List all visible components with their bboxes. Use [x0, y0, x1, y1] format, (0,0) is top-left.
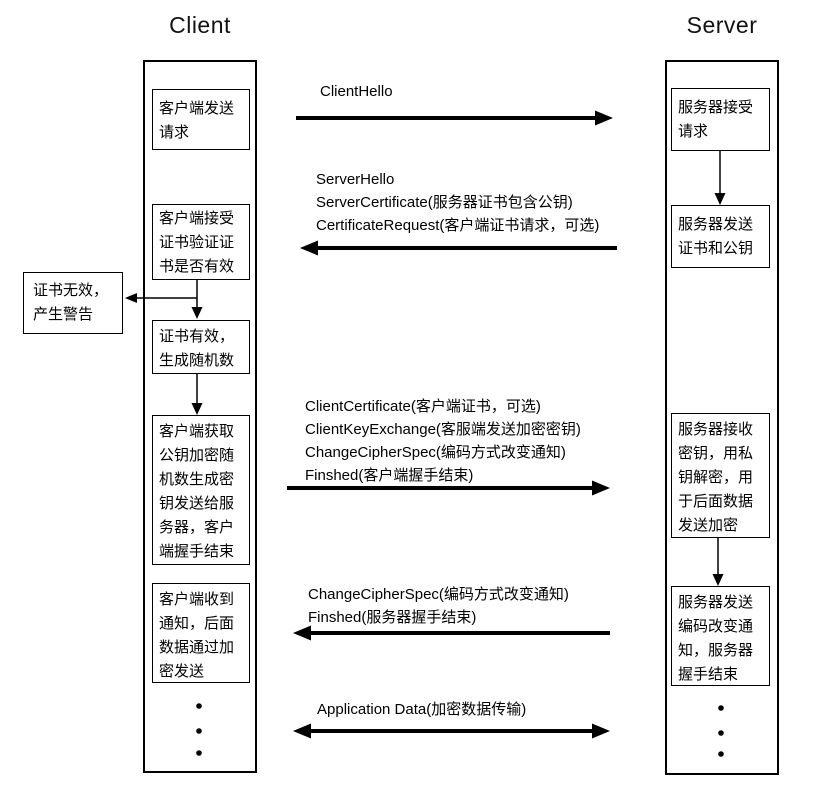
message-application-data: Application Data(加密数据传输)	[317, 698, 526, 721]
client-box-verify-cert: 客户端接受 证书验证证 书是否有效	[152, 204, 250, 280]
message-line: ServerHello	[316, 171, 395, 188]
client-box-send-request: 客户端发送 请求	[152, 89, 250, 150]
message-client-certificate: ClientCertificate(客户端证书，可选) ClientKeyExc…	[305, 395, 581, 487]
server-box-send-cert: 服务器发送 证书和公钥	[671, 205, 770, 268]
server-hello-arrow	[300, 240, 617, 256]
cert-invalid-warning-box: 证书无效， 产生警告	[23, 272, 123, 334]
message-line: ClientCertificate(客户端证书，可选)	[305, 398, 541, 415]
server-box-accept-request: 服务器接受 请求	[671, 88, 770, 151]
message-line: ChangeCipherSpec(编码方式改变通知)	[308, 586, 569, 603]
message-line: CertificateRequest(客户端证书请求，可选)	[316, 217, 600, 234]
server-title: Server	[686, 12, 758, 38]
message-line: Finshed(服务器握手结束)	[308, 609, 477, 626]
client-box-encrypt-random: 客户端获取 公钥加密随 机数生成密 钥发送给服 务器，客户 端握手结束	[152, 415, 250, 565]
message-line: ClientKeyExchange(客服端发送加密密钥)	[305, 421, 581, 438]
server-box-change-notice: 服务器发送 编码改变通 知，服务器 握手结束	[671, 586, 770, 686]
application-data-arrow	[293, 723, 610, 739]
message-line: Application Data(加密数据传输)	[317, 701, 527, 718]
client-hello-arrow	[296, 110, 613, 126]
client-box-cert-valid: 证书有效， 生成随机数	[152, 320, 250, 374]
client-box-receive-notice: 客户端收到 通知，后面 数据通过加 密发送	[152, 583, 250, 683]
message-change-cipher-spec: ChangeCipherSpec(编码方式改变通知) Finshed(服务器握手…	[308, 583, 569, 629]
message-client-hello: ClientHello	[320, 80, 393, 103]
message-server-hello: ServerHello ServerCertificate(服务器证书包含公钥)…	[316, 168, 599, 237]
message-line: ClientHello	[320, 83, 393, 100]
message-line: ServerCertificate(服务器证书包含公钥)	[316, 194, 573, 211]
message-line: Finshed(客户端握手结束)	[305, 467, 474, 484]
server-box-receive-key: 服务器接收 密钥，用私 钥解密，用 于后面数据 发送加密	[671, 413, 770, 538]
message-line: ChangeCipherSpec(编码方式改变通知)	[305, 444, 566, 461]
client-title: Client	[169, 12, 231, 38]
